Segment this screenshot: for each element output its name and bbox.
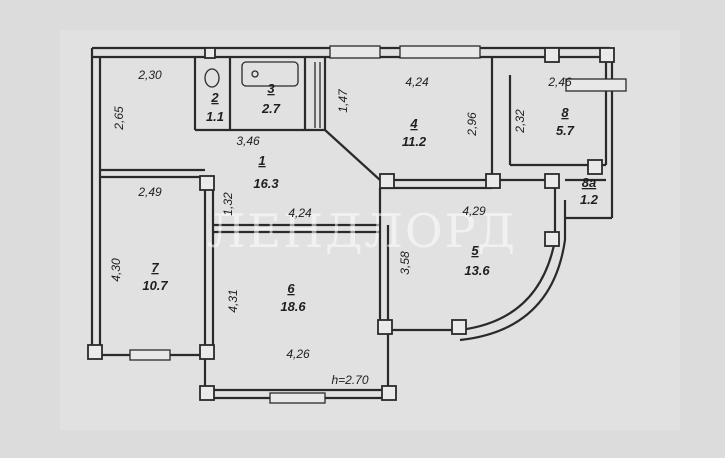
dim-room5-width: 4,29 (462, 204, 486, 218)
room-8-area: 5.7 (556, 123, 575, 138)
dim-room8-height: 2,32 (513, 109, 527, 134)
room-8-number: 8 (561, 105, 569, 120)
watermark: ЛЕНДЛОРД (207, 204, 517, 258)
dim-room6-bottom: 4,26 (286, 347, 310, 361)
bathtub-icon (241, 61, 299, 87)
dim-left-hall-height: 2,65 (112, 106, 126, 131)
dim-room5-height: 3,58 (398, 251, 412, 275)
paper-sheet (60, 30, 680, 430)
room-8a-number: 8a (582, 175, 596, 190)
dim-room8-width: 2,46 (547, 75, 572, 89)
room-5-number: 5 (471, 243, 479, 258)
room-5-area: 13.6 (464, 263, 490, 278)
dim-hall-depth: 1,32 (221, 192, 235, 216)
room-7-area: 10.7 (142, 278, 168, 293)
windows (129, 45, 627, 404)
room-1-area: 16.3 (253, 176, 279, 191)
room-8a-area: 1.2 (580, 192, 599, 207)
dimension-labels: 2,30 2,65 3,46 1,47 4,24 2,96 2,46 2,32 … (109, 68, 572, 387)
drain-icon (251, 70, 259, 78)
room-7-number: 7 (151, 260, 159, 275)
dim-bath-corridor: 1,47 (336, 88, 350, 113)
room-4-number: 4 (409, 116, 418, 131)
dim-room6-top: 4,24 (288, 206, 312, 220)
dim-room6-height: 4,31 (226, 289, 240, 312)
toilet-icon (204, 68, 220, 88)
room-labels: 1 16.3 2 1.1 3 2.7 4 11.2 5 13.6 6 18.6 … (142, 81, 598, 314)
column-posts (87, 47, 615, 401)
dim-room7-width: 2,49 (137, 185, 162, 199)
room-4-area: 11.2 (402, 134, 427, 149)
room-2-area: 1.1 (206, 109, 224, 124)
dim-hall-width: 3,46 (236, 134, 260, 148)
dim-room7-height: 4,30 (109, 258, 123, 282)
dim-room4-height: 2,96 (465, 112, 479, 137)
dim-top-left-width: 2,30 (137, 68, 162, 82)
room-6-area: 18.6 (280, 299, 306, 314)
room-2-number: 2 (210, 90, 219, 105)
room-1-number: 1 (258, 153, 265, 168)
dim-room4-width: 4,24 (405, 75, 429, 89)
room-6-number: 6 (287, 281, 295, 296)
room-3-number: 3 (267, 81, 275, 96)
bathroom-fixtures (204, 61, 321, 128)
ceiling-height: h=2.70 (331, 373, 368, 387)
room-3-area: 2.7 (261, 101, 281, 116)
